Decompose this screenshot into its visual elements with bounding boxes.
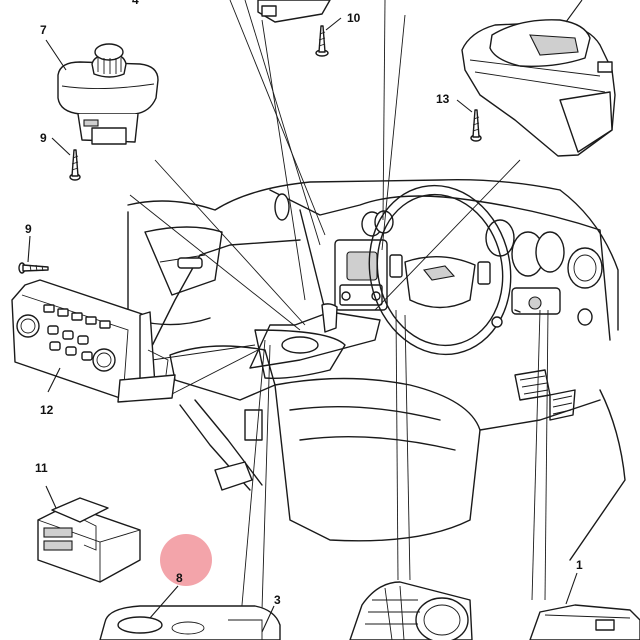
part-8-trim: [99, 605, 281, 640]
label-part-9-lower: 9: [25, 222, 32, 236]
part-7-knob-switch: [57, 43, 159, 145]
label-part-13: 13: [436, 92, 450, 106]
label-part-12: 12: [40, 403, 54, 417]
highlight-marker[interactable]: [160, 534, 212, 586]
label-part-7: 7: [40, 23, 47, 37]
part-selector-housing: [461, 19, 616, 157]
callout-lines: [27, 0, 583, 633]
part-12-climate-panel: [11, 279, 176, 403]
car-interior: [127, 179, 626, 561]
label-part-4: 4: [132, 0, 139, 7]
label-part-9-upper: 9: [40, 131, 47, 145]
part-3-vent: [349, 581, 473, 640]
label-part-3: 3: [274, 593, 281, 607]
part-numbers: 4 7 9 9 10 13 12 11 8 3 1: [25, 0, 583, 607]
part-1-panel: [529, 604, 640, 640]
label-part-11: 11: [35, 461, 48, 475]
part-11-module: [37, 497, 141, 583]
leader-lines: [129, 0, 549, 629]
part-4-unit: [257, 0, 331, 23]
part-10-screw: [315, 25, 329, 57]
part-9-screw-lower: [18, 262, 49, 274]
part-13-screw: [470, 109, 482, 142]
label-part-10: 10: [347, 11, 361, 25]
part-9-screw-upper: [69, 149, 81, 181]
label-part-8[interactable]: 8: [176, 571, 183, 585]
label-part-1: 1: [576, 558, 583, 572]
